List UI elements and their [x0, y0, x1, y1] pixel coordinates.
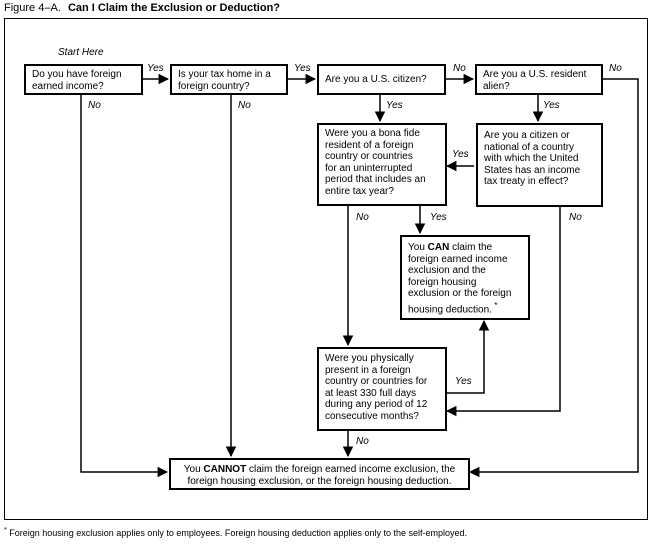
cannot-emphasis: CANNOT — [203, 464, 247, 475]
can-claim-footnote-mark: * — [491, 299, 498, 310]
label-q4-yes: Yes — [543, 100, 560, 111]
q-foreign-income-box: Do you have foreign earned income? — [24, 64, 143, 95]
figure-heading: Can I Claim the Exclusion or Deduction? — [67, 2, 281, 14]
can-claim-text-2: claim the foreign earned income exclusio… — [408, 242, 512, 315]
label-bonafide-no: No — [356, 212, 369, 223]
figure-title: Figure 4–A. Can I Claim the Exclusion or… — [4, 2, 280, 14]
arrow-q4-no — [468, 78, 639, 478]
can-claim-emphasis: CAN — [427, 242, 450, 253]
label-treaty-yes: Yes — [452, 149, 469, 160]
label-treaty-no: No — [569, 212, 582, 223]
label-q1-yes: Yes — [147, 63, 164, 74]
q-citizen-box: Are you a U.S. citizen? — [317, 64, 446, 95]
label-q4-no: No — [609, 63, 622, 74]
can-claim-box: You CAN claim the foreign earned income … — [400, 235, 530, 320]
arrow-physical-yes — [447, 319, 490, 394]
cannot-text-2: claim the foreign earned income exclusio… — [187, 464, 456, 487]
q-physical-box: Were you physically present in a foreign… — [317, 347, 447, 431]
arrow-q1-no — [80, 95, 169, 478]
label-q2-yes: Yes — [294, 63, 311, 74]
cannot-text-1: You — [183, 464, 204, 475]
footnote-text: Foreign housing exclusion applies only t… — [6, 528, 468, 538]
label-q2-no: No — [238, 100, 251, 111]
q-bona-fide-box: Were you a bona fide resident of a forei… — [317, 123, 447, 206]
label-physical-no: No — [356, 436, 369, 447]
label-q1-no: No — [88, 100, 101, 111]
q-resident-alien-box: Are you a U.S. resident alien? — [475, 64, 603, 95]
figure-label: Figure 4–A. — [4, 2, 61, 14]
q-tax-home-box: Is your tax home in a foreign country? — [170, 64, 288, 95]
cannot-claim-box: You CANNOT claim the foreign earned inco… — [169, 458, 470, 490]
start-here-label: Start Here — [58, 47, 104, 58]
can-claim-text-1: You — [408, 242, 428, 253]
arrow-treaty-no — [445, 207, 561, 417]
label-q3-no: No — [453, 63, 466, 74]
label-physical-yes: Yes — [455, 376, 472, 387]
label-bonafide-yes: Yes — [430, 212, 447, 223]
footnote-mark: * — [4, 527, 7, 534]
label-q3-yes: Yes — [386, 100, 403, 111]
diagram-frame — [4, 18, 648, 520]
footnote: * Foreign housing exclusion applies only… — [4, 527, 467, 538]
q-treaty-box: Are you a citizen or national of a count… — [476, 123, 603, 207]
